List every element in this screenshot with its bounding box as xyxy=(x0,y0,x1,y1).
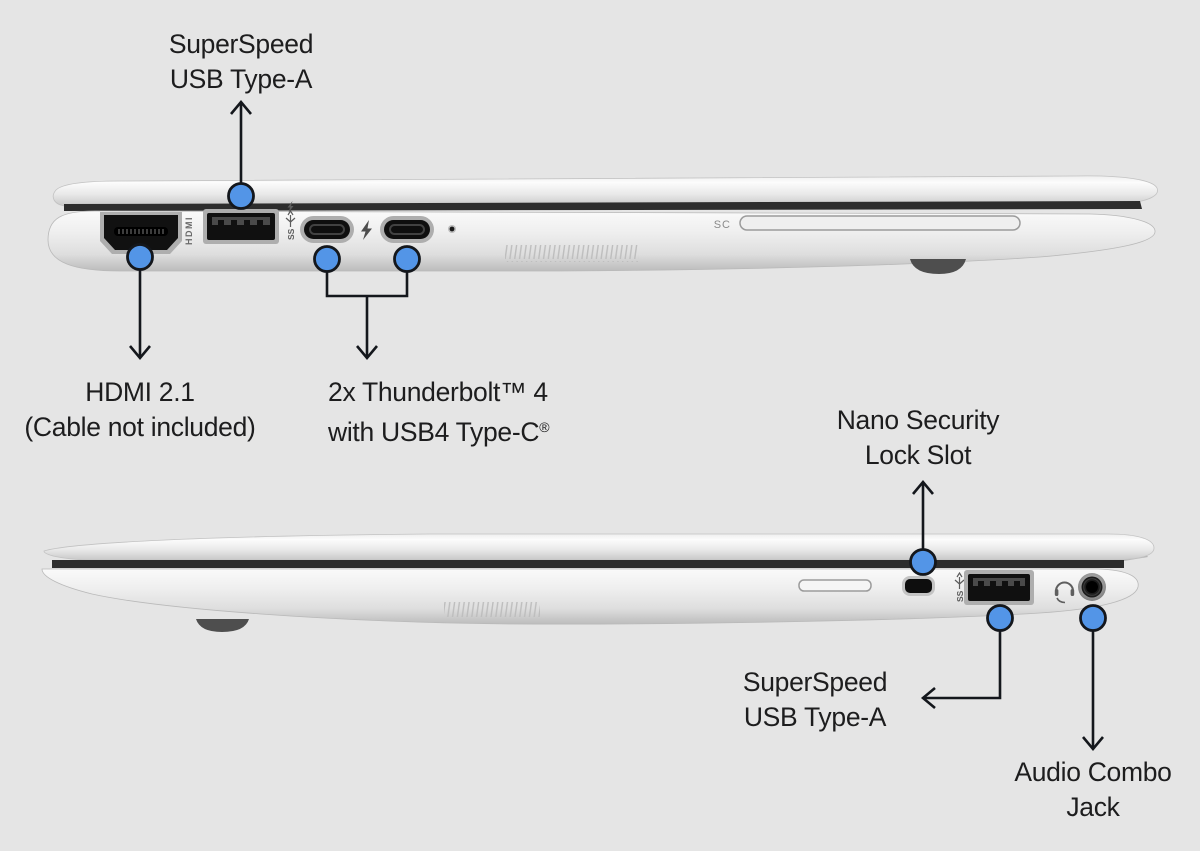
label-line: 2x Thunderbolt™ 4 xyxy=(328,377,548,407)
usb-c-tongue xyxy=(309,224,345,235)
vent-grille xyxy=(444,602,540,617)
audio-combo-jack xyxy=(1078,573,1106,601)
arrowhead-up xyxy=(912,479,934,495)
lid-base-seam xyxy=(52,560,1124,568)
label-hdmi: HDMI 2.1 (Cable not included) xyxy=(0,375,290,445)
arrowhead-down xyxy=(129,345,151,361)
hdmi-port xyxy=(100,212,182,254)
arrowhead-up xyxy=(230,99,252,115)
usb-trident-icon xyxy=(285,209,296,227)
arrowhead-down xyxy=(1082,736,1104,752)
label-nano-security-lock: Nano Security Lock Slot xyxy=(773,403,1063,473)
headset-icon xyxy=(1054,581,1075,604)
callout-dot-usb-c-1 xyxy=(313,245,341,273)
thunderbolt-icon xyxy=(361,220,372,240)
usb-ss-text: SS xyxy=(286,228,296,240)
arrowhead-down xyxy=(356,345,378,361)
laptop-left-side-view: HDMI SS xyxy=(47,175,1158,274)
usb-c-tongue xyxy=(389,224,425,235)
callout-dot-audio xyxy=(1079,604,1107,632)
label-line: USB Type-A xyxy=(169,64,313,94)
label-line: HDMI 2.1 xyxy=(85,377,195,407)
jack-hole xyxy=(1086,581,1098,593)
callout-dots xyxy=(126,182,1107,632)
rubber-foot xyxy=(196,619,249,632)
callout-dot-usb-a-top xyxy=(227,182,255,210)
label-superspeed-usb-a-bottom: SuperSpeed USB Type-A xyxy=(665,665,965,735)
usb-ss-marking-right: SS xyxy=(954,571,965,602)
label-line: USB Type-A xyxy=(743,702,887,732)
lock-cavity xyxy=(905,579,932,593)
usb-a-contacts xyxy=(218,220,263,226)
usb-a-port-right xyxy=(964,570,1034,605)
label-line: with USB4 Type-C® xyxy=(328,410,628,450)
callout-dot-lock xyxy=(909,548,937,576)
callout-dot-usb-a-bottom xyxy=(986,604,1014,632)
label-line: SuperSpeed xyxy=(168,29,314,59)
laptop-lid xyxy=(52,175,1158,207)
callout-bracket-thunderbolt xyxy=(325,272,409,298)
label-line: Nano Security xyxy=(836,405,1000,435)
laptop-lid xyxy=(43,533,1155,561)
charging-bolt-icon xyxy=(287,201,294,213)
usb-a-tongue xyxy=(973,578,1025,586)
laptop-right-side-view: SS xyxy=(41,533,1155,632)
usb-a-contacts xyxy=(978,581,1020,587)
vent-grille xyxy=(505,245,639,262)
label-line: SuperSpeed xyxy=(742,667,888,697)
mic-hole xyxy=(448,225,456,233)
label-line: Jack xyxy=(1066,792,1120,822)
label-line: Lock Slot xyxy=(864,440,972,470)
lid-base-seam xyxy=(64,201,1142,211)
callout-dot-usb-c-2 xyxy=(393,245,421,273)
usb-ss-text: SS xyxy=(955,590,965,602)
usb-a-port-left xyxy=(203,209,279,244)
jack-highlight xyxy=(1083,578,1101,596)
label-line: Audio Combo xyxy=(1014,757,1172,787)
label-line: (Cable not included) xyxy=(24,412,256,442)
usb-trident-icon xyxy=(954,571,965,589)
smart-card-marking: SC xyxy=(714,219,731,231)
usb-superspeed-charging-marking: SS xyxy=(285,201,296,240)
usb-c-port-1 xyxy=(300,216,354,243)
label-superspeed-usb-a-top: SuperSpeed USB Type-A xyxy=(91,27,391,97)
nano-security-lock-slot xyxy=(902,576,935,596)
label-text: with USB4 Type-C xyxy=(328,417,540,447)
usb-c-port-2 xyxy=(380,216,434,243)
hdmi-port-marking: HDMI xyxy=(184,216,194,245)
callout-line-usb-a-bottom xyxy=(924,631,1002,700)
callout-lines xyxy=(129,99,1104,752)
label-audio-combo-jack: Audio Combo Jack xyxy=(945,755,1200,825)
rubber-foot xyxy=(910,259,966,274)
smart-card-slot xyxy=(739,215,1021,231)
registered-mark: ® xyxy=(539,419,550,435)
arrowhead-left xyxy=(920,687,936,709)
label-thunderbolt: 2x Thunderbolt™ 4 with USB4 Type-C® xyxy=(328,375,628,450)
callout-dot-hdmi xyxy=(126,243,154,271)
tray-slot xyxy=(798,579,872,592)
usb-a-tongue xyxy=(212,217,270,225)
